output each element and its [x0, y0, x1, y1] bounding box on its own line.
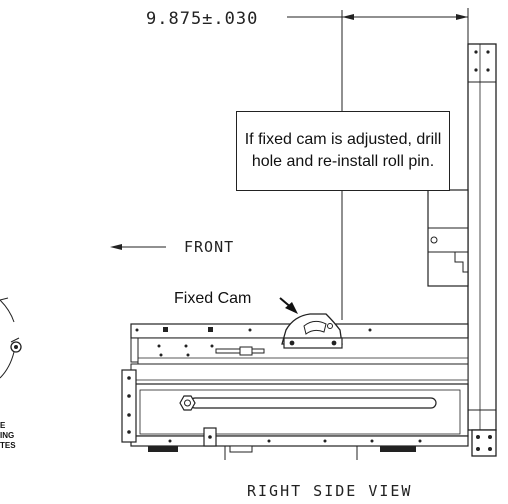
callout-arrow-icon [285, 302, 298, 314]
fixed-cam [281, 313, 343, 349]
view-title: RIGHT SIDE VIEW [247, 482, 412, 500]
note-line-2: hole and re-install roll pin. [251, 153, 435, 170]
partial-detail-left: E ING TES [0, 297, 22, 450]
left-bracket [121, 369, 217, 447]
adjustment-note: If fixed cam is adjusted, drill hole and… [236, 111, 450, 191]
partial-detail-line-1: E [0, 421, 6, 430]
note-line-1: If fixed cam is adjusted, drill [244, 131, 442, 148]
dimension-arrow-left-icon [342, 14, 354, 20]
partial-detail-line-2: ING [0, 431, 14, 440]
front-label: FRONT [184, 238, 234, 256]
dimension-arrow-right-icon [456, 14, 468, 20]
post-bracket [427, 189, 469, 287]
vertical-post [467, 43, 497, 457]
front-arrow-icon [110, 244, 122, 250]
fixed-cam-label: Fixed Cam [174, 290, 251, 307]
front-direction-indicator: FRONT [110, 238, 234, 256]
dimension-text: 9.875±.030 [146, 9, 258, 29]
partial-detail-line-3: TES [0, 441, 16, 450]
